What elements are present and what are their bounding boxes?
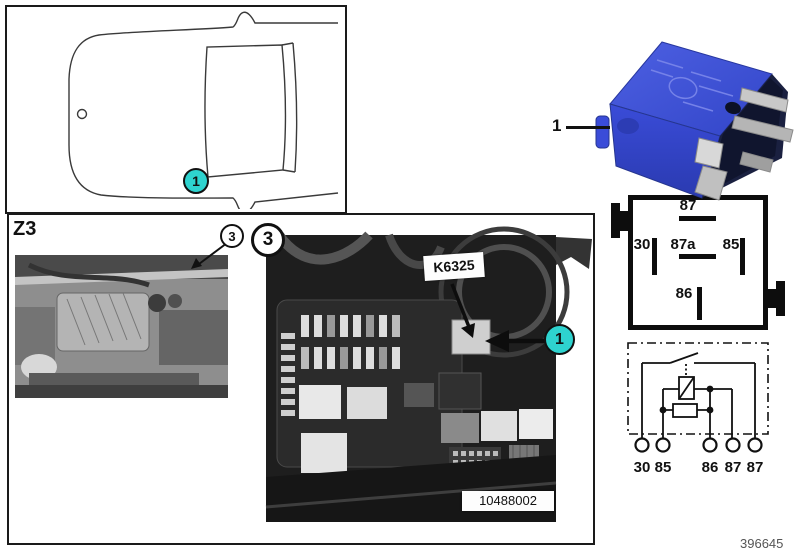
relay-side-tab bbox=[595, 115, 610, 149]
relay-photo-illustration bbox=[595, 41, 794, 201]
engine-bay-photo bbox=[15, 255, 228, 398]
pin-label-85: 85 bbox=[722, 236, 740, 253]
car-location-panel bbox=[5, 5, 347, 214]
callout-3-fusebox[interactable]: 3 bbox=[251, 223, 285, 257]
callout-3-engine[interactable]: 3 bbox=[220, 224, 244, 248]
callout-1-car-label: 1 bbox=[192, 173, 200, 189]
pin-label-86: 86 bbox=[675, 285, 693, 302]
pin-slot-87 bbox=[679, 216, 716, 221]
wire-switch-87 bbox=[642, 352, 756, 438]
relay-id-label: K6325 bbox=[423, 251, 485, 282]
terminal-circles bbox=[634, 437, 763, 453]
relay-side-peg bbox=[617, 118, 639, 134]
photo-code-label: 10488002 bbox=[462, 491, 554, 511]
pin-slot-85 bbox=[740, 238, 745, 275]
callout-1-fusebox[interactable]: 1 bbox=[544, 324, 575, 355]
pin-slot-87a bbox=[679, 254, 716, 259]
terminal-label-87a: 87 bbox=[724, 459, 742, 476]
pin-label-87: 87 bbox=[679, 197, 697, 214]
relay-embossed-markings bbox=[650, 59, 734, 112]
arrow-item-callout bbox=[485, 330, 545, 352]
hood-nozzle bbox=[76, 108, 88, 120]
model-label: Z3 bbox=[13, 218, 37, 240]
panel-b-graphics bbox=[15, 226, 592, 522]
coil-symbol bbox=[678, 376, 695, 400]
pin-slot-86 bbox=[697, 287, 702, 320]
windshield-outline bbox=[204, 44, 287, 178]
circuit-schematic bbox=[627, 342, 769, 453]
callout-1-fusebox-label: 1 bbox=[555, 330, 564, 348]
terminal-label-85: 85 bbox=[654, 459, 672, 476]
pin-box-tab-right-neck bbox=[767, 289, 777, 308]
relay-socket-hole bbox=[725, 101, 741, 115]
callout-1-car-location[interactable]: 1 bbox=[183, 168, 209, 194]
roof-edge-line bbox=[281, 42, 298, 173]
schematic-border bbox=[627, 342, 769, 435]
terminal-label-87b: 87 bbox=[746, 459, 764, 476]
junction-dots bbox=[659, 385, 714, 414]
relay-pins bbox=[694, 87, 794, 201]
relay-lead-line bbox=[566, 126, 610, 129]
car-top-view-drawing bbox=[68, 11, 339, 209]
terminal-label-30: 30 bbox=[633, 459, 651, 476]
pin-box-tab-left bbox=[611, 203, 620, 238]
relay-item-number: 1 bbox=[552, 116, 562, 135]
pin-label-30: 30 bbox=[633, 236, 651, 253]
drawing-number: 396645 bbox=[740, 536, 784, 551]
resistor-symbol bbox=[672, 403, 698, 418]
arrow-engine-callout bbox=[191, 242, 228, 269]
car-body-outline bbox=[68, 11, 339, 209]
pin-label-87a: 87a bbox=[670, 236, 696, 253]
pin-box-tab-left-neck bbox=[619, 211, 629, 231]
callout-3-engine-label: 3 bbox=[228, 228, 236, 244]
pin-box-tab-right bbox=[776, 281, 785, 316]
terminal-label-86: 86 bbox=[701, 459, 719, 476]
pin-slot-30 bbox=[652, 238, 657, 275]
callout-3-fusebox-label: 3 bbox=[262, 229, 274, 250]
arrow-k6325 bbox=[450, 283, 475, 338]
